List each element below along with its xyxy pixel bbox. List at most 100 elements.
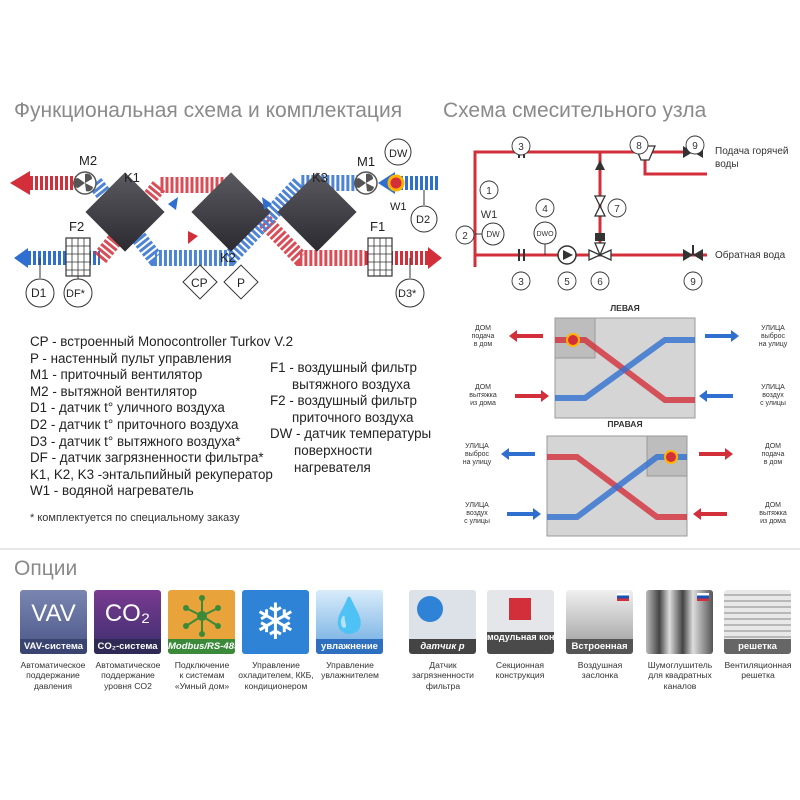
fan-m1-icon bbox=[354, 171, 378, 195]
legend-item: поверхности bbox=[294, 442, 373, 458]
legend-item: M1 - приточный вентилятор bbox=[30, 367, 203, 383]
caption-line: Воздушная bbox=[577, 660, 623, 670]
return-water-label: Обратная вода bbox=[715, 249, 786, 261]
label-w1: W1 bbox=[481, 209, 498, 221]
rb-label: УЛИЦА bbox=[465, 502, 489, 509]
lb-r-label: с улицы bbox=[760, 400, 786, 407]
num-3: 3 bbox=[518, 142, 524, 153]
caption-line: фильтра bbox=[425, 680, 461, 691]
option-co2[interactable]: CO₂ CO₂-система bbox=[94, 590, 161, 654]
caption-line: Подключение bbox=[174, 660, 230, 670]
rb-label: с улицы bbox=[464, 518, 490, 525]
legend-item: P - настенный пульт управления bbox=[30, 350, 232, 366]
options-title: Опции bbox=[14, 557, 78, 580]
option-modbus[interactable]: Modbus/RS-485 bbox=[168, 590, 235, 654]
svg-text:9: 9 bbox=[692, 141, 698, 152]
lt-r-label: УЛИЦА bbox=[761, 325, 785, 332]
option-grille[interactable]: решетка bbox=[724, 590, 791, 654]
functional-scheme-title: Функциональная схема и комплектация bbox=[14, 99, 403, 122]
rt-r-label: ДОМ bbox=[765, 443, 781, 450]
controller-cp bbox=[182, 264, 218, 300]
num-7: 7 bbox=[614, 204, 620, 215]
rb-r-label: ДОМ bbox=[765, 502, 781, 509]
label-dwo: DWO bbox=[536, 231, 554, 238]
caption-line: увлажнителем bbox=[321, 670, 379, 681]
mixing-unit-title: Схема смесительного узла bbox=[443, 99, 707, 122]
legend-item: F1 - воздушный фильтр bbox=[270, 360, 417, 375]
rt-label: УЛИЦА bbox=[465, 443, 489, 450]
label-f1: F1 bbox=[370, 219, 385, 234]
recuperator-k3 bbox=[277, 172, 357, 252]
option-pressure-sensor[interactable]: датчик p bbox=[409, 590, 476, 654]
label-k1: K1 bbox=[124, 170, 140, 185]
mixing-unit-diagram: 1 2 3 3 4 5 6 7 8 9 W1 DW DWO Подача гор… bbox=[455, 135, 788, 291]
vav-band: VAV-система bbox=[20, 639, 87, 654]
num-1: 1 bbox=[486, 186, 492, 197]
num-5: 5 bbox=[564, 277, 570, 288]
right-layout-title: ПРАВАЯ bbox=[607, 419, 642, 429]
caption-line: для квадратных bbox=[648, 670, 712, 681]
label-d3: D3* bbox=[398, 288, 417, 300]
sensor-dial-icon bbox=[417, 596, 443, 622]
caption-line: Вентиляционная bbox=[724, 660, 792, 670]
lb-label: из дома bbox=[470, 400, 496, 407]
ball-valve-9-bottom bbox=[683, 245, 703, 261]
layout-diagrams: ЛЕВАЯ ПРАВАЯ ДОМ подача в дом ДОМ вытяжк… bbox=[463, 303, 788, 537]
label-d2: D2 bbox=[416, 214, 430, 226]
caption-line: кондиционером bbox=[244, 680, 308, 691]
label-p: P bbox=[237, 276, 245, 290]
caption-line: Датчик bbox=[429, 660, 457, 670]
fan-m2-icon bbox=[73, 171, 97, 195]
damper-band: Встроенная bbox=[566, 639, 633, 654]
flag-icon bbox=[617, 593, 629, 601]
three-way-valve-6 bbox=[588, 233, 612, 262]
legend-item: K1, K2, K3 -энтальпийный рекуператор bbox=[30, 466, 273, 482]
caption-line: загрязненности bbox=[412, 670, 474, 681]
snowflake-icon: ❄ bbox=[254, 594, 297, 650]
option-damper[interactable]: Встроенная bbox=[566, 590, 633, 654]
label-k2: K2 bbox=[220, 250, 236, 265]
lt-r-label: на улицу bbox=[759, 341, 788, 348]
caption-line: Секционная bbox=[495, 660, 545, 670]
label-df: DF* bbox=[66, 288, 86, 300]
label-m1: M1 bbox=[357, 154, 375, 169]
option-modular[interactable]: модульная конструкция bbox=[487, 590, 554, 654]
rt-label: выброс bbox=[465, 450, 490, 458]
caption-line: поддержание bbox=[26, 670, 80, 681]
option-vav[interactable]: VAV VAV-система bbox=[20, 590, 87, 654]
lb-label: вытяжка bbox=[469, 392, 497, 399]
caption-line: давления bbox=[33, 680, 73, 691]
option-humidifier[interactable]: 💧 увлажнение bbox=[316, 590, 383, 654]
option-cooling[interactable]: ❄ bbox=[242, 590, 309, 654]
rt-label: на улицу bbox=[463, 459, 492, 466]
legend-item: CP - встроенный Monocontroller Turkov V.… bbox=[30, 334, 294, 349]
lt-r-label: выброс bbox=[761, 332, 786, 340]
option-silencer[interactable] bbox=[646, 590, 713, 654]
legend-item: F2 - воздушный фильтр bbox=[270, 393, 417, 409]
lt-label: подача bbox=[472, 333, 495, 340]
num-8: 8 bbox=[636, 141, 642, 152]
caption-line: Управление bbox=[326, 660, 374, 670]
caption-line: Автоматическое bbox=[20, 660, 86, 670]
legend-item: DF - датчик загрязненности фильтра* bbox=[30, 450, 264, 466]
remote-panel-p bbox=[223, 264, 259, 300]
hot-supply-label: Подача горячей bbox=[715, 146, 788, 157]
label-w1: W1 bbox=[390, 201, 407, 213]
caption-line: решетка bbox=[741, 670, 775, 681]
num-3: 3 bbox=[518, 277, 524, 288]
rt-r-label: подача bbox=[762, 451, 785, 458]
label-cp: CP bbox=[191, 276, 208, 290]
legend-item: D3 - датчик t° вытяжного воздуха* bbox=[30, 433, 241, 449]
caption-line: уровня CO2 bbox=[104, 680, 152, 691]
sensor-band: датчик p bbox=[409, 639, 476, 654]
label-f2: F2 bbox=[69, 219, 84, 234]
left-unit bbox=[554, 317, 696, 419]
